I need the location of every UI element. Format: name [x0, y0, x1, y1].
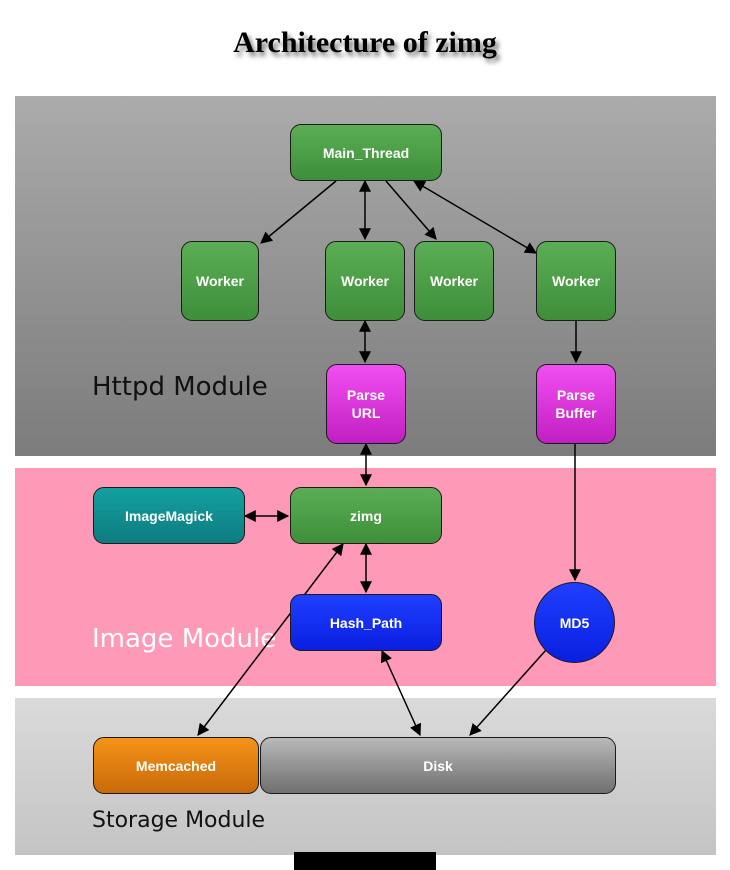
edge-hash_path-to-disk	[380, 649, 422, 737]
edge-md5-to-disk	[469, 649, 547, 736]
worker-node-4: Worker	[536, 241, 616, 321]
edge-main_thread-to-worker_4	[412, 180, 538, 254]
worker-node-2: Worker	[325, 241, 405, 321]
storage-module-label: Storage Module	[92, 808, 266, 833]
diagram-title: Architecture of zimg	[233, 26, 497, 59]
worker-node-3: Worker	[414, 241, 494, 321]
httpd-module-label: Httpd Module	[92, 372, 268, 402]
worker-node-1: Worker	[181, 241, 259, 321]
main-thread-node: Main_Thread	[290, 124, 442, 181]
parse-buffer-node: Parse Buffer	[536, 364, 616, 444]
imagemagick-node: ImageMagick	[93, 487, 245, 544]
edge-main_thread-to-worker_1	[260, 180, 337, 244]
disk-node: Disk	[260, 737, 616, 794]
md5-node: MD5	[534, 582, 615, 663]
edge-zimg-to-memcached	[197, 543, 344, 736]
parse-url-node: Parse URL	[326, 364, 406, 444]
bottom-bar	[294, 852, 436, 870]
memcached-node: Memcached	[93, 737, 259, 794]
zimg-node: zimg	[290, 487, 442, 544]
hash-path-node: Hash_Path	[290, 594, 442, 651]
